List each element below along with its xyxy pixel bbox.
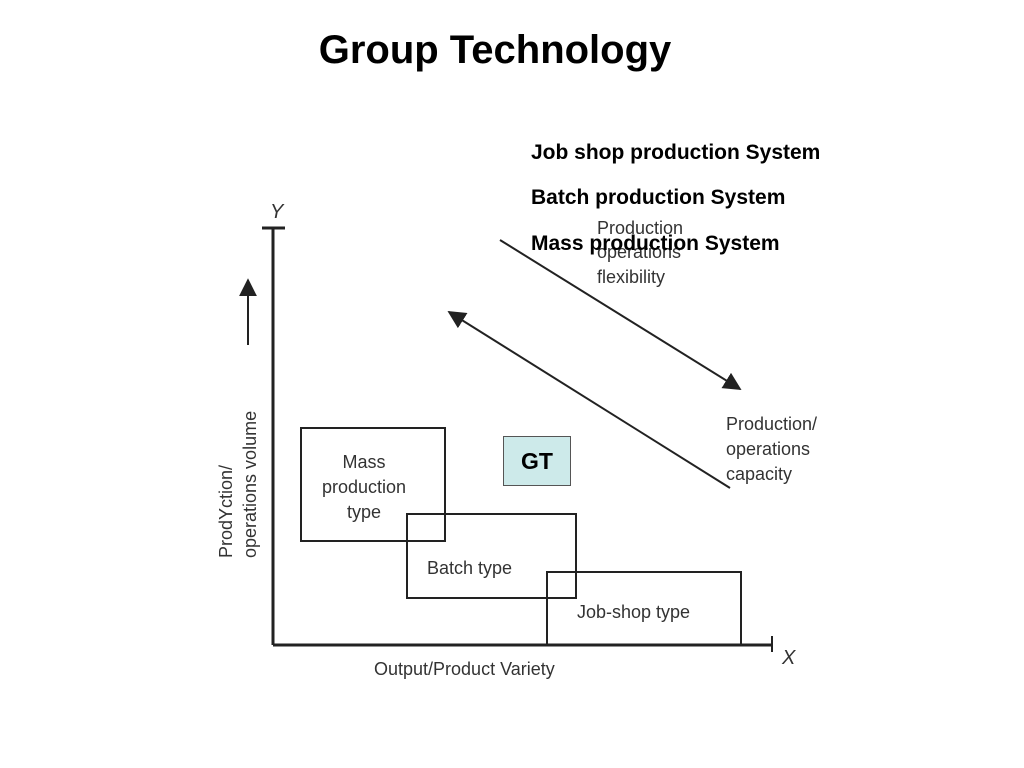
- mass-production-box: [300, 427, 446, 542]
- capacity-label-2: operations: [726, 439, 810, 459]
- flexibility-arrow: [499, 239, 742, 390]
- legend-job-shop: Job shop production System: [531, 141, 821, 164]
- mass-box-label-2: production: [322, 477, 406, 497]
- legend-mass: Mass production System: [531, 232, 780, 255]
- capacity-arrow: [447, 311, 731, 489]
- mass-box-label-3: type: [347, 502, 381, 522]
- flexibility-label-3: flexibility: [597, 267, 665, 287]
- y-axis-label: ProdYction/ operations volume: [216, 411, 260, 558]
- legend-batch: Batch production System: [531, 186, 786, 209]
- batch-box-label: Batch type: [427, 558, 512, 578]
- capacity-label-3: capacity: [726, 464, 792, 484]
- flexibility-label-1: Production: [597, 218, 683, 238]
- x-axis-letter: X: [781, 647, 796, 669]
- gt-box: GT: [503, 436, 571, 486]
- jobshop-box-label: Job-shop type: [577, 602, 690, 622]
- x-axis-label: Output/Product Variety: [374, 659, 555, 679]
- batch-box: [406, 513, 577, 599]
- mass-box-label-1: Mass: [342, 452, 385, 472]
- y-axis-letter: Y: [270, 201, 285, 223]
- slide-title: Group Technology: [318, 28, 672, 72]
- svg-text:ProdYction/: ProdYction/: [216, 465, 236, 558]
- capacity-label-1: Production/: [726, 414, 817, 434]
- jobshop-box: [546, 571, 742, 646]
- flexibility-label-2: operations: [597, 242, 681, 262]
- svg-text:operations volume: operations volume: [240, 411, 260, 558]
